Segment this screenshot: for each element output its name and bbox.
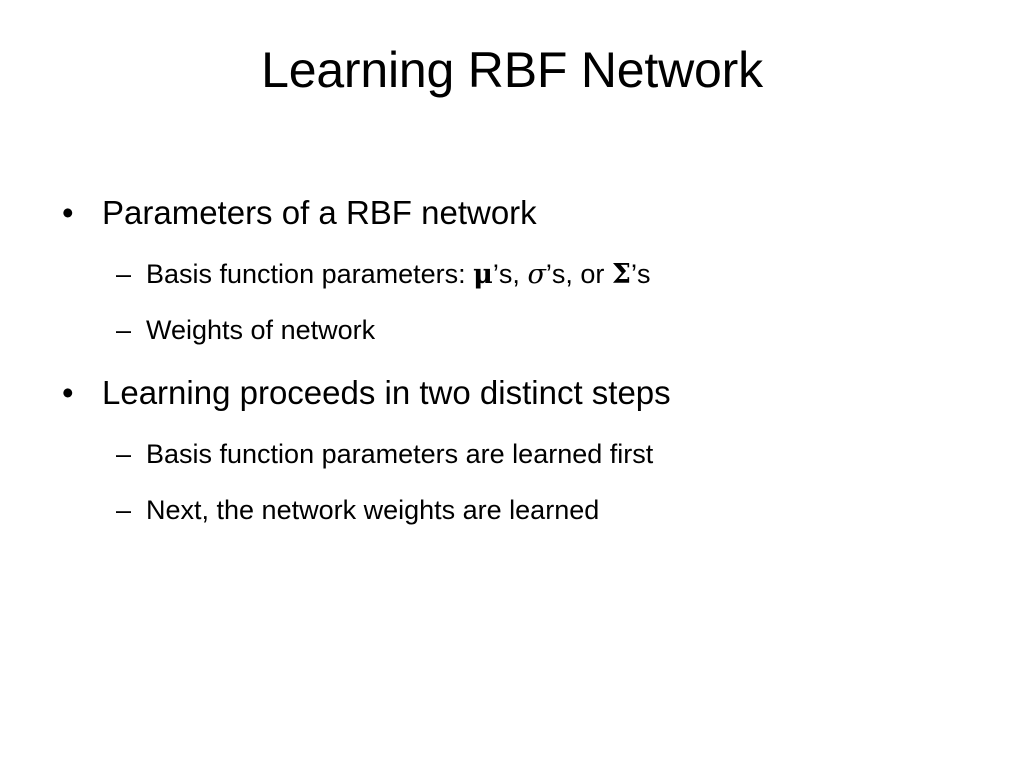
sub-bullet-item: –Weights of network	[116, 313, 375, 347]
sub-bullet-text: Basis function parameters:	[146, 259, 474, 289]
sub-bullet-item: –Basis function parameters: μ’s, σ’s, or…	[116, 257, 650, 292]
bullet-marker: •	[62, 374, 74, 411]
sub-bullet-text: ’s,	[492, 259, 528, 289]
dash-marker: –	[116, 259, 132, 289]
bullet-item: • Learning proceeds in two distinct steps	[62, 373, 671, 413]
sub-bullet-text: Basis function parameters are learned fi…	[146, 439, 654, 469]
sub-bullet-item: –Basis function parameters are learned f…	[116, 437, 653, 471]
dash-marker: –	[116, 439, 132, 469]
slide-title: Learning RBF Network	[261, 42, 763, 98]
bullet-marker: •	[62, 194, 74, 231]
sub-bullet-text: ’s	[630, 259, 651, 289]
bullet-item: • Parameters of a RBF network	[62, 193, 537, 233]
sub-bullet-text: ’s, or	[545, 259, 612, 289]
dash-marker: –	[116, 495, 132, 525]
capital-sigma-symbol: Σ	[611, 259, 631, 290]
sub-bullet-text: Weights of network	[146, 315, 376, 345]
mu-symbol: μ	[473, 259, 493, 290]
bullet-text: Learning proceeds in two distinct steps	[102, 374, 671, 411]
bullet-text: Parameters of a RBF network	[102, 194, 537, 231]
dash-marker: –	[116, 315, 132, 345]
sigma-symbol: σ	[527, 259, 546, 290]
sub-bullet-item: –Next, the network weights are learned	[116, 493, 599, 527]
sub-bullet-text: Next, the network weights are learned	[146, 495, 600, 525]
